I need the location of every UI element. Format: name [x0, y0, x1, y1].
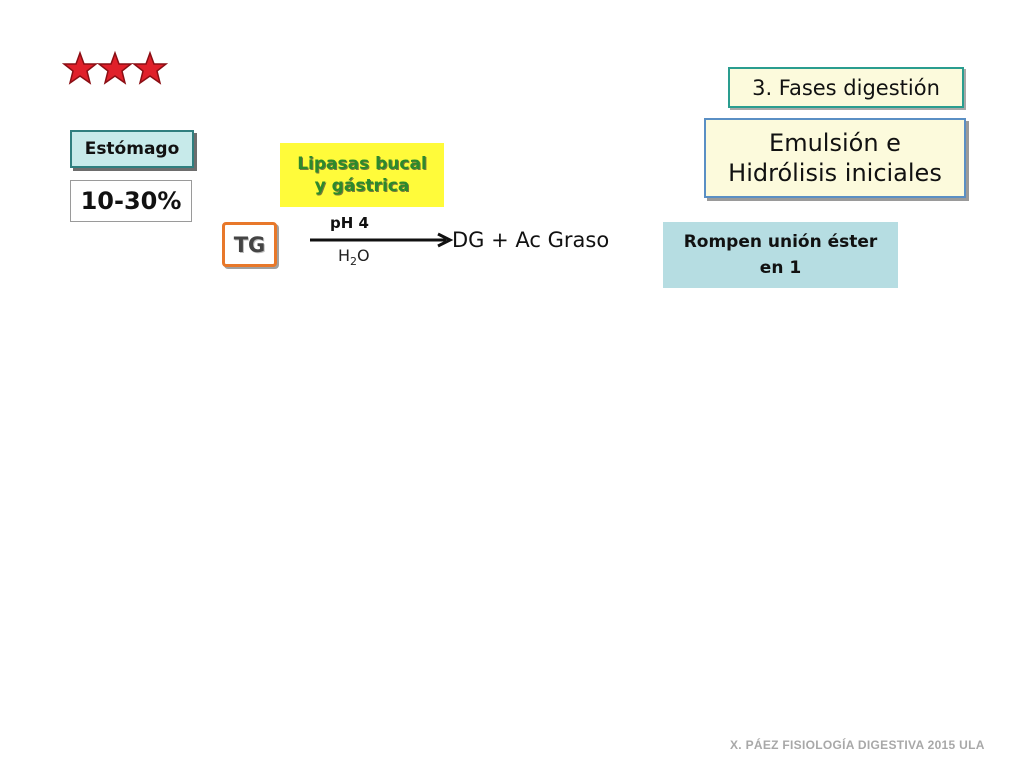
location-label: Estómago	[70, 130, 194, 168]
note-line-2: en 1	[759, 258, 802, 278]
title-line-1: Emulsión e	[769, 129, 901, 157]
reaction-arrow-icon	[310, 232, 454, 248]
water-subscript: 2	[350, 255, 358, 269]
section-label: 3. Fases digestión	[728, 67, 964, 108]
reaction-condition-water: H2O	[338, 246, 370, 268]
slide-title-box: Emulsión e Hidrólisis iniciales	[704, 118, 966, 198]
substrate-box: TG	[222, 222, 277, 267]
title-line-2: Hidrólisis iniciales	[728, 159, 942, 187]
enzyme-line-2: y gástrica	[314, 176, 410, 196]
water-h: H	[338, 246, 351, 265]
enzyme-label: Lipasas bucal y gástrica	[280, 143, 444, 207]
enzyme-line-1: Lipasas bucal	[297, 154, 427, 174]
note-box: Rompen unión éster en 1	[663, 222, 898, 288]
star-icon	[131, 50, 168, 85]
water-o: O	[357, 246, 370, 265]
note-line-1: Rompen unión éster	[683, 232, 878, 252]
red-stars-icon	[62, 50, 168, 85]
footer-credit: X. PÁEZ FISIOLOGÍA DIGESTIVA 2015 ULA	[730, 738, 985, 752]
reaction-condition-ph: pH 4	[330, 214, 369, 232]
percentage-box: 10-30%	[70, 180, 192, 222]
star-icon	[96, 50, 134, 85]
reaction-product: DG + Ac Graso	[452, 228, 610, 252]
star-icon	[62, 50, 99, 85]
